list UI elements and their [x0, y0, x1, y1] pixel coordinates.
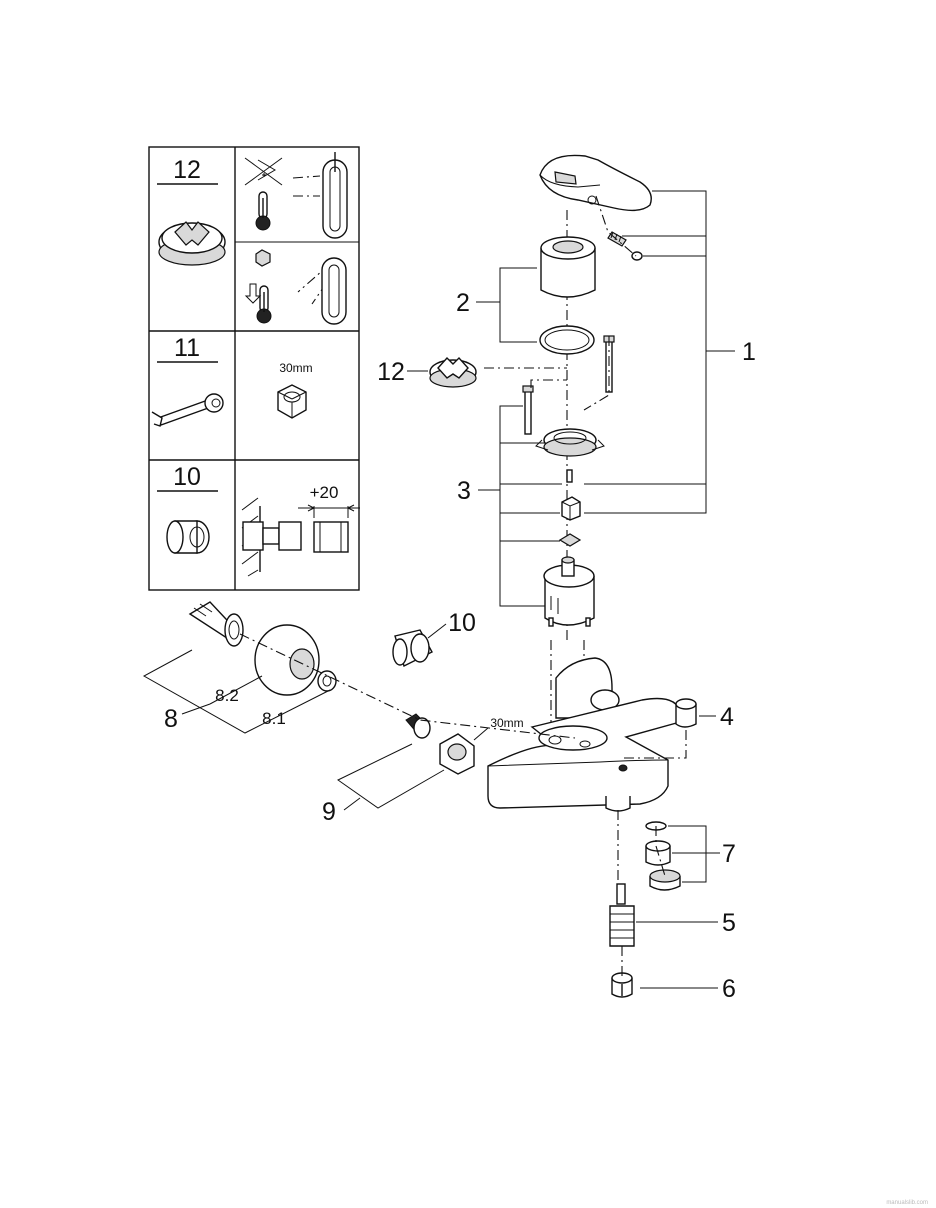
hex-nut-icon	[277, 384, 307, 419]
callout-10: 10	[448, 609, 476, 637]
callout-4: 4	[720, 703, 734, 731]
callout-5: 5	[722, 909, 736, 937]
end-cap	[675, 698, 697, 728]
washer	[317, 670, 337, 692]
callout-9: 9	[322, 798, 336, 826]
legend-nut-size: 30mm	[279, 361, 312, 375]
aerator-icon	[645, 821, 681, 891]
callout-6: 6	[722, 975, 736, 1003]
lever-handle	[539, 154, 652, 212]
small-screw	[566, 469, 573, 483]
seal-plate	[558, 533, 582, 547]
callout-7: 7	[722, 840, 736, 868]
handle-icon	[244, 152, 348, 325]
adapter-block	[561, 496, 581, 521]
callout-nut-size: 30mm	[490, 716, 523, 730]
callout-8: 8	[164, 705, 178, 733]
callout-12: 12	[377, 358, 405, 386]
cover-sleeve	[540, 236, 596, 298]
wall-extension-icon	[241, 497, 360, 577]
legend-extension: +20	[310, 483, 339, 502]
callout-3: 3	[457, 477, 471, 505]
s-union	[188, 601, 244, 647]
limit-stop	[429, 356, 477, 388]
callout-2: 2	[456, 289, 470, 317]
legend-table: 12	[148, 146, 360, 591]
leader-lines	[142, 190, 735, 989]
extension-piece	[392, 629, 433, 667]
diverter-cartridge	[609, 883, 635, 947]
legend-number-11: 11	[174, 334, 200, 362]
legend-number-12: 12	[173, 156, 201, 184]
cartridge-icon	[543, 556, 595, 627]
limit-stop-icon	[158, 221, 226, 266]
wrench-icon	[151, 393, 224, 427]
callout-8-1: 8.1	[262, 709, 286, 728]
diverter-knob	[611, 972, 633, 998]
mixer-body	[487, 657, 681, 812]
watermark: manualslib.com	[886, 1200, 928, 1206]
callout-1: 1	[742, 338, 756, 366]
hex-nut	[439, 733, 475, 775]
threaded-nipple	[405, 713, 431, 739]
adapter-icon	[166, 520, 210, 554]
wall-flange	[254, 624, 320, 696]
cap-plug	[631, 251, 643, 261]
clamp-ring	[535, 428, 605, 457]
o-ring	[539, 325, 595, 355]
thermometer-icon	[255, 173, 271, 231]
thermometer-icon	[244, 249, 272, 324]
callout-8-2: 8.2	[215, 686, 239, 705]
legend-number-10: 10	[173, 463, 201, 491]
